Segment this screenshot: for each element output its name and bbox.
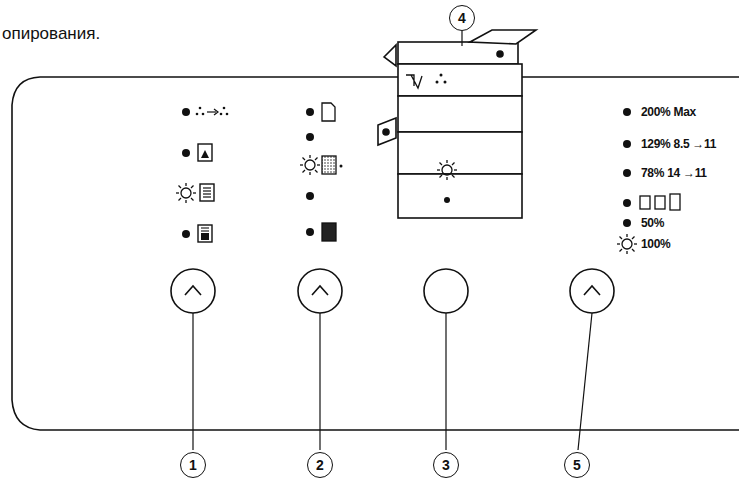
- column-5-indicators: [617, 108, 680, 254]
- zoom-label: 129% 8.5 →11: [640, 137, 717, 151]
- callout-number: 1: [189, 458, 197, 472]
- column-1-indicators: [176, 107, 228, 242]
- column-2-indicators: [300, 103, 343, 241]
- panel-outline: [12, 77, 739, 430]
- callout-number: 4: [458, 11, 466, 25]
- callout-number: 5: [573, 458, 581, 472]
- callout-number: 2: [316, 458, 324, 472]
- zoom-label: 78% 14 →11: [640, 166, 708, 180]
- buttons: [171, 269, 614, 313]
- leader-lines: [193, 313, 592, 450]
- callout-circle: 4: [449, 5, 475, 31]
- callout-circle: 2: [307, 452, 333, 478]
- page-heading: опирования.: [2, 24, 100, 44]
- callout-circle: 5: [564, 452, 590, 478]
- callout-circle: 3: [433, 452, 459, 478]
- copier-illustration: [378, 30, 536, 218]
- callout-number: 3: [442, 458, 450, 472]
- zoom-label: 50%: [640, 216, 665, 230]
- zoom-label: 200% Max: [640, 105, 697, 119]
- callout-circle: 1: [180, 452, 206, 478]
- zoom-label: 100%: [640, 237, 672, 251]
